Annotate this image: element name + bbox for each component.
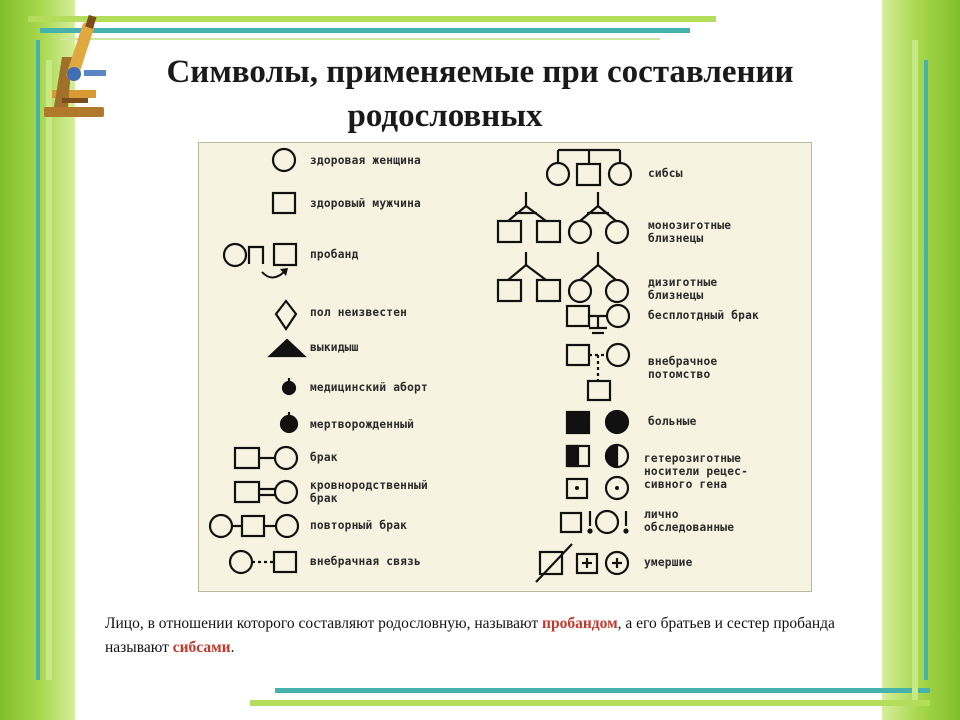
affected-symbol	[567, 411, 628, 433]
label-childless: бесплотдный брак	[648, 309, 759, 323]
personally-examined-symbol	[561, 511, 628, 533]
female-symbol	[273, 149, 295, 171]
label-abortion: медицинский аборт	[310, 381, 428, 395]
proband-symbol	[224, 244, 296, 278]
label-proband: пробанд	[310, 248, 359, 262]
label-siblings: сибсы	[648, 167, 683, 181]
marriage-symbol	[235, 447, 297, 469]
label-healthy-female: здоровая женщина	[310, 154, 421, 168]
term-proband: пробандом	[542, 615, 618, 632]
label-marriage: брак	[310, 451, 338, 465]
label-affected: больные	[648, 415, 697, 429]
stillborn-symbol	[281, 412, 297, 432]
label-deceased: умершие	[644, 556, 693, 570]
label-healthy-male: здоровый мужчина	[310, 197, 421, 211]
extramarital-liaison-symbol	[230, 551, 296, 573]
label-stillborn: мертворожденный	[310, 418, 414, 432]
miscarriage-symbol	[270, 340, 304, 356]
term-siblings: сибсами	[173, 639, 231, 656]
label-remarriage: повторный брак	[310, 519, 407, 533]
carrier-recessive-symbol	[567, 477, 628, 499]
label-illegitimate-2: потомство	[648, 368, 710, 382]
label-examined-1: лично	[644, 508, 679, 522]
illegitimate-offspring-symbol	[567, 344, 629, 400]
label-dizygotic-2: близнецы	[648, 289, 703, 303]
abortion-symbol	[283, 378, 295, 394]
consanguineous-marriage-symbol	[235, 481, 297, 503]
siblings-symbol	[547, 150, 631, 185]
childless-marriage-symbol	[567, 305, 629, 333]
caption-part-3: .	[231, 639, 235, 656]
heterozygous-carrier-symbol	[567, 445, 628, 467]
dizygotic-twins-symbol	[498, 252, 628, 302]
remarriage-symbol	[210, 515, 298, 537]
male-symbol	[273, 193, 295, 213]
label-consanguineous-2: брак	[310, 492, 338, 506]
deceased-symbol	[536, 544, 628, 582]
label-examined-2: обследованные	[644, 521, 734, 535]
caption-text: Лицо, в отношении которого составляют ро…	[105, 612, 865, 660]
label-miscarriage: выкидыш	[310, 341, 359, 355]
label-heterozygous-2: носители рецес-	[644, 465, 748, 479]
label-heterozygous-1: гетерозиготные	[644, 452, 741, 466]
label-monozygotic-1: монозиготные	[648, 219, 731, 233]
label-illegitimate-1: внебрачное	[648, 355, 717, 369]
label-extramarital: внебрачная связь	[310, 555, 421, 569]
label-dizygotic-1: дизиготные	[648, 276, 717, 290]
label-heterozygous-3: сивного гена	[644, 478, 727, 492]
caption-part-1: Лицо, в отношении которого составляют ро…	[105, 615, 542, 632]
unknown-sex-symbol	[276, 301, 296, 329]
label-consanguineous-1: кровнородственный	[310, 479, 428, 493]
label-monozygotic-2: близнецы	[648, 232, 703, 246]
label-unknown-sex: пол неизвестен	[310, 306, 407, 320]
monozygotic-twins-symbol	[498, 192, 628, 243]
